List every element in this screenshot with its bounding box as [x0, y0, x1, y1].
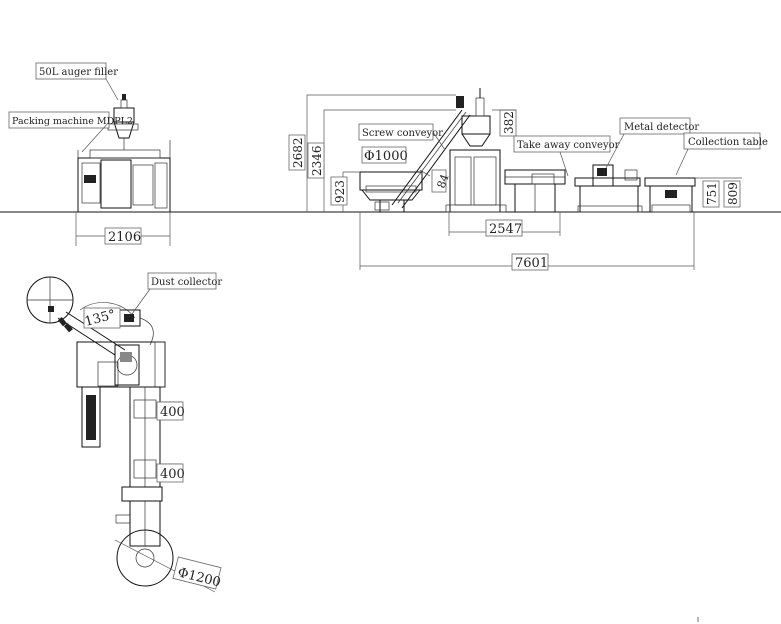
- collection-table-elevation: [644, 177, 696, 213]
- label-collection-table: Collection table: [688, 137, 768, 148]
- dim-tilt: 84: [435, 172, 452, 190]
- label-packing-machine: Packing machine MDPL2: [12, 116, 133, 127]
- dim-overall-height-1: 2682: [291, 137, 305, 168]
- dim-section-width: 2547: [489, 222, 522, 237]
- dim-table-height-2: 809: [726, 182, 740, 205]
- dim-plan-length-2: 400: [160, 467, 185, 482]
- line-packing-machine: [445, 88, 507, 213]
- take-away-conveyor-elevation: [504, 169, 566, 212]
- dim-overall-height-2: 2346: [310, 145, 324, 176]
- dim-table-height-1: 751: [705, 182, 719, 205]
- screw-conveyor-elevation: [359, 109, 471, 212]
- metal-detector-elevation: [574, 164, 643, 213]
- dim-screw-height: 923: [333, 180, 347, 203]
- dim-packing-width: 2106: [108, 230, 141, 245]
- packing-machine-elevation: [77, 94, 171, 213]
- dim-hopper-small: 382: [502, 111, 516, 134]
- label-take-away-conveyor: Take away conveyor: [517, 140, 620, 151]
- plan-view: [26, 276, 216, 593]
- dim-plan-length-1: 400: [160, 405, 185, 420]
- label-metal-detector: Metal detector: [624, 122, 699, 133]
- label-auger-filler: 50L auger filler: [39, 67, 118, 78]
- dim-screw-hopper-dia: Φ1000: [364, 149, 408, 164]
- label-dust-collector: Dust collector: [151, 277, 222, 288]
- label-screw-conveyor: Screw conveyor: [362, 128, 443, 139]
- dim-total-length: 7601: [515, 256, 548, 271]
